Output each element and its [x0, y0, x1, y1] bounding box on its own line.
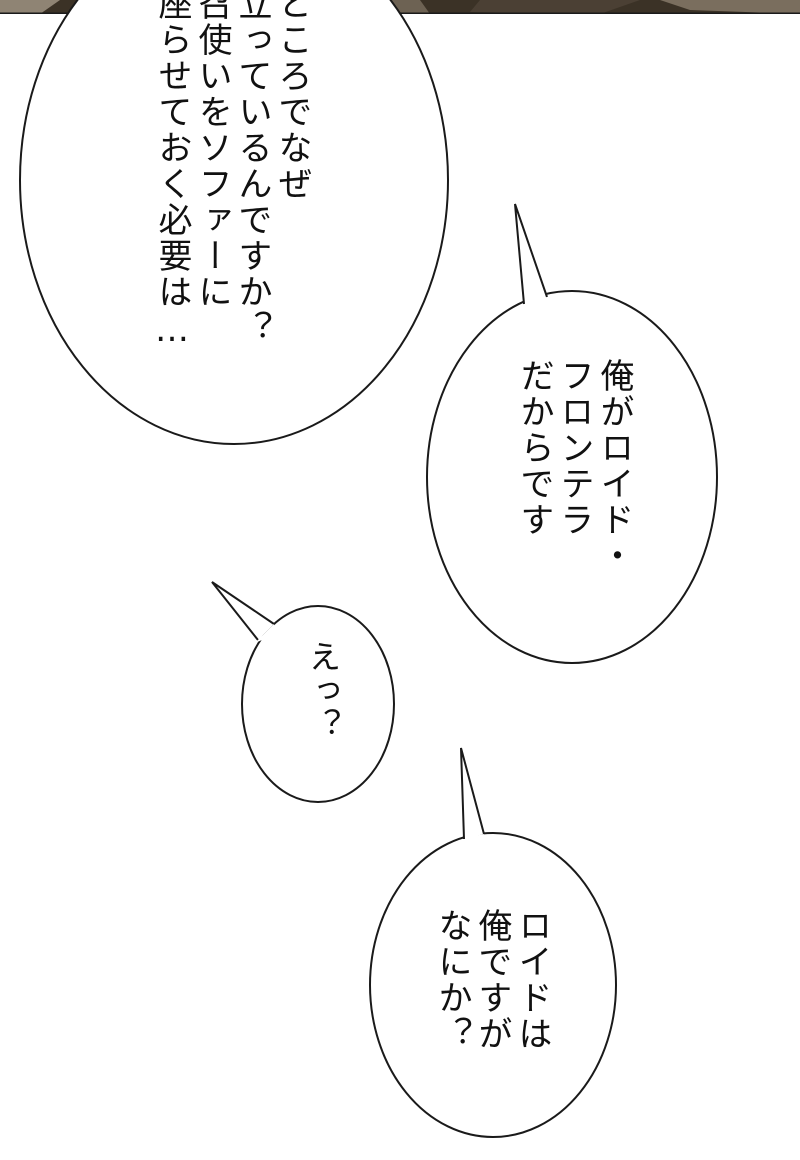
speech-bubble-3-text: えっ？ [304, 640, 342, 742]
speech-bubble-2 [426, 203, 718, 664]
speech-bubble-3 [211, 581, 395, 803]
speech-bubble-4-text: ロイドは 俺ですが なにか？ [432, 908, 552, 1052]
speech-bubble-4-tail [460, 747, 485, 840]
speech-bubble-2-tail [514, 203, 548, 305]
speech-bubble-3-tail [211, 581, 275, 641]
speech-bubble-1-text: ところでなぜ 立っているんですか？ 召使いをソファーに 座らせておく必要は… [152, 0, 312, 352]
speech-bubble-4 [369, 747, 617, 1138]
speech-bubble-2-text: 俺がロイド・ フロンテラ だからです [514, 358, 634, 574]
speech-bubble-1 [19, 0, 449, 445]
